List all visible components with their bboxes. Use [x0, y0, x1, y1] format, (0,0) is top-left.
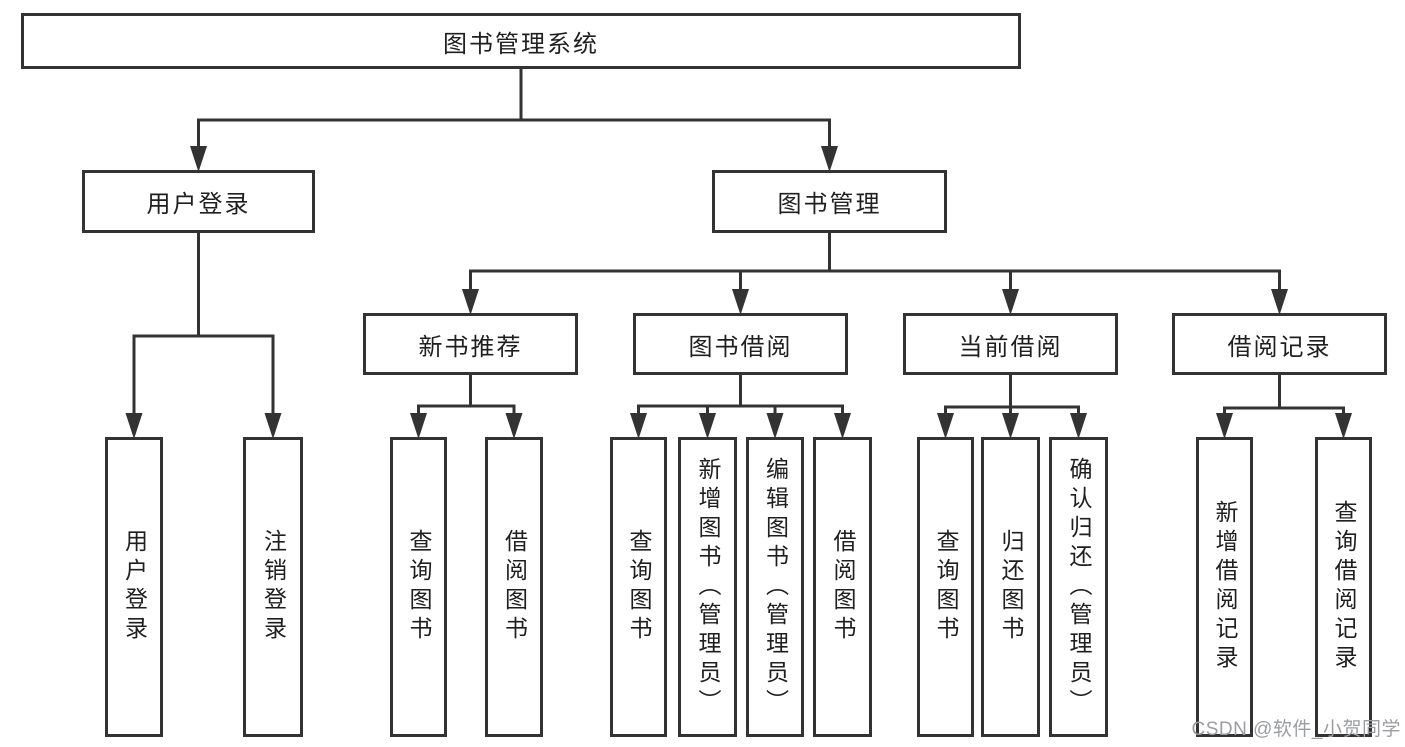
arrowhead-icon [1271, 289, 1288, 315]
node-label-cb-return: 归还图书 [998, 529, 1024, 645]
diagram-node-br-query: 查询借阅记录 [1315, 437, 1372, 737]
diagram-node-br-add: 新增借阅记录 [1196, 437, 1253, 737]
arrowhead-icon [190, 146, 207, 172]
node-label-cb-query: 查询图书 [933, 529, 959, 645]
diagram-node-bb-add: 新增图书（管理员） [678, 437, 737, 737]
diagram-node-user-login: 用户登录 [82, 170, 315, 233]
diagram-node-borrow-records: 借阅记录 [1172, 313, 1387, 375]
diagram-node-bb-borrow: 借阅图书 [813, 437, 872, 737]
node-label-br-add: 新增借阅记录 [1212, 500, 1238, 674]
diagram-node-cb-query: 查询图书 [917, 437, 974, 737]
arrowhead-icon [1070, 413, 1087, 439]
arrowhead-icon [410, 413, 427, 439]
diagram-node-logout: 注销登录 [243, 437, 303, 737]
node-label-user-login: 用户登录 [146, 191, 251, 218]
node-label-borrow-records: 借阅记录 [1227, 333, 1332, 361]
arrowhead-icon [834, 413, 851, 439]
node-label-logout: 注销登录 [260, 529, 287, 645]
node-label-book-borrow: 图书借阅 [688, 333, 793, 361]
node-label-system: 图书管理系统 [443, 30, 599, 58]
node-label-bb-add: 新增图书（管理员） [695, 456, 721, 718]
node-label-nb-query: 查询图书 [406, 529, 432, 645]
node-label-current-borrow: 当前借阅 [958, 333, 1063, 361]
node-label-bb-borrow: 借阅图书 [830, 529, 856, 645]
node-label-new-books: 新书推荐 [418, 333, 523, 361]
arrowhead-icon [937, 413, 954, 439]
arrowhead-icon [732, 289, 749, 315]
diagram-node-bb-edit: 编辑图书（管理员） [746, 437, 804, 737]
diagram-node-system: 图书管理系统 [21, 13, 1021, 69]
arrowhead-icon [1335, 413, 1352, 439]
diagram-node-cb-return: 归还图书 [981, 437, 1040, 737]
diagram-node-book-borrow: 图书借阅 [633, 313, 848, 375]
arrowhead-icon [462, 289, 479, 315]
diagram-node-current-borrow: 当前借阅 [903, 313, 1118, 375]
diagram-node-nb-borrow: 借阅图书 [485, 437, 543, 737]
diagram-node-login: 用户登录 [105, 437, 163, 737]
csdn-watermark: CSDN @软件_小贺同学 [1191, 719, 1401, 740]
node-label-login: 用户登录 [121, 529, 148, 645]
diagram-node-cb-confirm: 确认归还（管理员） [1049, 437, 1108, 737]
arrowhead-icon [630, 413, 647, 439]
diagram-node-bb-query: 查询图书 [610, 437, 667, 737]
node-label-bb-query: 查询图书 [626, 529, 652, 645]
arrowhead-icon [1002, 289, 1019, 315]
arrowhead-icon [766, 413, 784, 439]
arrowhead-icon [125, 413, 143, 439]
arrowhead-icon [1002, 413, 1019, 439]
arrowhead-icon [1216, 413, 1233, 439]
diagram-node-nb-query: 查询图书 [390, 437, 447, 737]
diagram-node-book-mgmt: 图书管理 [712, 170, 947, 233]
node-label-br-query: 查询借阅记录 [1331, 500, 1357, 674]
arrowhead-icon [264, 413, 282, 439]
diagram-node-new-books: 新书推荐 [363, 313, 578, 375]
node-label-nb-borrow: 借阅图书 [501, 529, 528, 645]
node-label-book-mgmt: 图书管理 [777, 191, 882, 218]
node-label-cb-confirm: 确认归还（管理员） [1066, 456, 1092, 718]
node-label-bb-edit: 编辑图书（管理员） [762, 456, 789, 718]
arrowhead-icon [821, 146, 838, 172]
arrowhead-icon [505, 413, 523, 439]
arrowhead-icon [699, 413, 716, 439]
